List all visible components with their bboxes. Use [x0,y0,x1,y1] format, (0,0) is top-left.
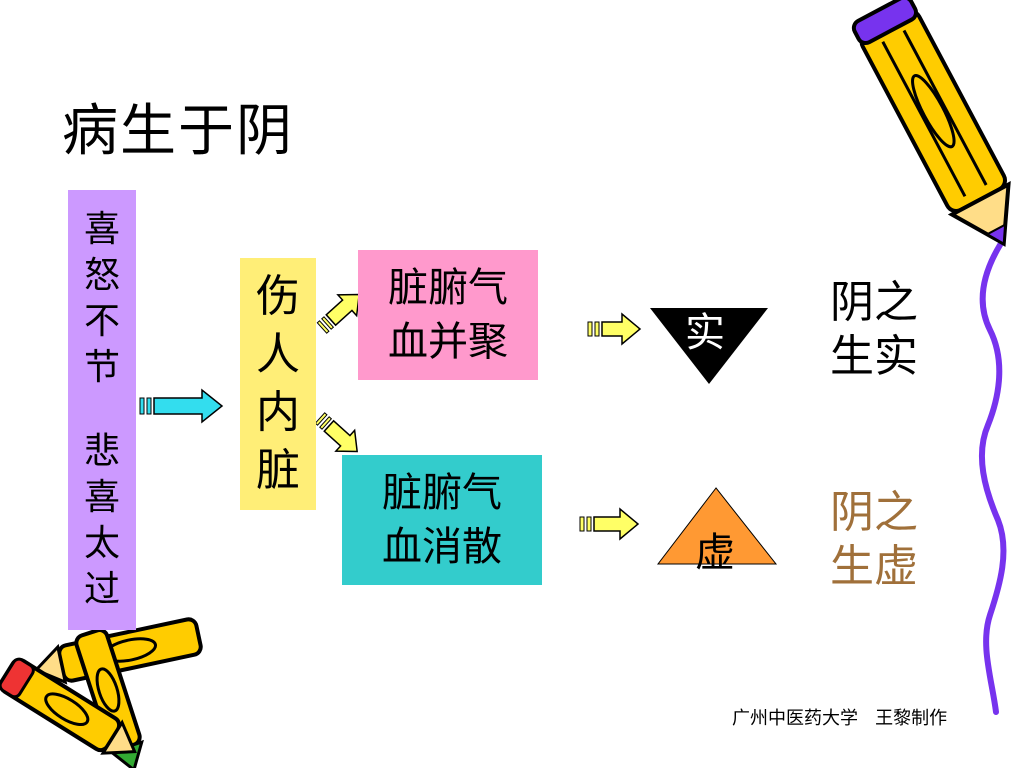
result-shi-line-2: 生实 [830,331,918,382]
disperse-line-1: 脏腑气 [382,470,502,516]
gather-line-1: 脏腑气 [388,265,508,311]
page-title: 病生于阴 [62,99,294,164]
arrow-to-shi [587,312,642,346]
disperse-line-2: 血消散 [382,524,502,570]
cause-char: 节 [83,347,120,388]
arrow-down-right [314,412,359,453]
cause-char: 不 [83,301,120,342]
harm-char: 人 [256,329,300,380]
wavy-line [978,242,1007,715]
result-xu-line-1: 阴之 [830,487,918,538]
disperse-box: 脏腑气 血消散 [342,455,542,585]
xu-label: 虚 [695,530,735,576]
result-shi: 阴之 生实 [830,276,918,384]
harm-char: 内 [256,387,300,438]
harm-box: 伤 人 内 脏 [240,258,316,510]
cause-char: 太 [83,523,120,564]
arrow-up-right [316,293,361,334]
cause-char: 喜 [83,209,120,250]
crayon-pile-icon [0,617,203,768]
cause-char: 喜 [83,477,120,518]
arrow-to-xu [579,507,640,541]
result-xu: 阴之 生虚 [830,486,918,594]
gather-line-2: 血并聚 [388,319,508,365]
harm-char: 脏 [256,445,300,496]
pencil-icon [851,0,1011,247]
result-shi-line-1: 阴之 [830,277,918,328]
shi-label: 实 [685,310,725,356]
footer-credit: 广州中医药大学 王黎制作 [732,708,948,729]
result-xu-line-2: 生虚 [830,541,918,592]
cause-char: 悲 [83,431,120,472]
harm-char: 伤 [256,271,300,322]
gather-box: 脏腑气 血并聚 [358,250,538,380]
cause-char: 怒 [83,255,120,296]
cause-box: 喜 怒 不 节 悲 喜 太 过 [68,190,136,630]
cyan-arrow [139,388,224,424]
xu-triangle [656,487,778,565]
shi-triangle [650,308,768,384]
cause-char: 过 [83,569,120,610]
